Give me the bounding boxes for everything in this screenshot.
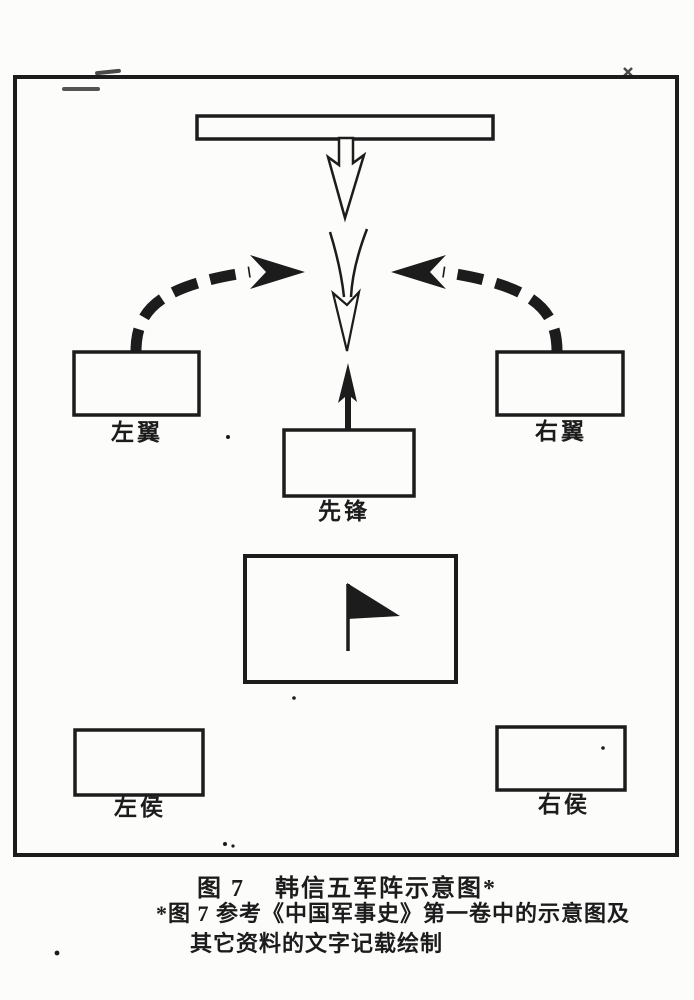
print-speck [601, 746, 605, 750]
footnote-line-1: *图 7 参考《中国军事史》第一卷中的示意图及 [156, 901, 631, 926]
right-wing-box [495, 350, 625, 417]
print-speck [95, 68, 121, 76]
right-wing-attack-path [442, 266, 563, 356]
print-speck [223, 842, 227, 846]
right-wing-label: 右翼 [535, 419, 587, 444]
clash-arrow-head [331, 288, 361, 352]
right-hou-box [495, 725, 627, 792]
left-hou-box [73, 728, 205, 797]
print-speck [292, 696, 296, 700]
print-speck [62, 87, 100, 91]
left-wing-attack-arrowhead [250, 255, 305, 289]
enemy-line-bar [195, 114, 495, 141]
vanguard-advance-arrow [338, 363, 357, 431]
print-speck [623, 67, 633, 77]
left-hou-label: 左侯 [114, 795, 166, 820]
enemy-advance-arrow [325, 136, 367, 223]
right-wing-attack-arrowhead [391, 255, 446, 289]
print-speck [226, 435, 230, 439]
figure-number: 图 7 [197, 876, 245, 902]
figure-title: 韩信五军阵示意图* [275, 876, 497, 902]
print-speck [54, 950, 60, 956]
diagram-border [13, 75, 679, 857]
left-wing-attack-path [130, 266, 251, 356]
clash-arrow-right-line [349, 228, 369, 298]
command-box [243, 554, 458, 684]
left-wing-box [72, 350, 201, 417]
right-hou-label: 右侯 [538, 792, 590, 817]
vanguard-label: 先锋 [318, 499, 370, 524]
clash-arrow-left-line [328, 231, 346, 298]
figure-caption: 图 7 韩信五军阵示意图* [0, 868, 694, 903]
vanguard-box [282, 428, 416, 498]
left-wing-label: 左翼 [111, 420, 163, 445]
footnote-line-2: 其它资料的文字记载绘制 [190, 931, 444, 956]
flag-icon [346, 583, 400, 651]
print-speck [231, 844, 235, 848]
